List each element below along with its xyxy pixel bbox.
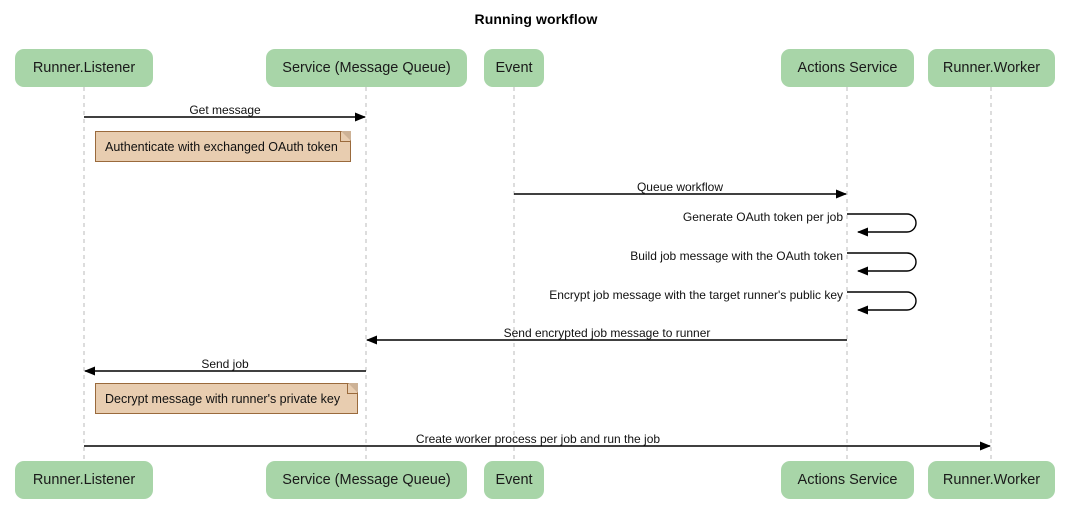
participant-actions-service-bottom[interactable]: Actions Service xyxy=(781,461,914,499)
message-label-generate-oauth-token-per-job: Generate OAuth token per job xyxy=(682,210,843,224)
message-label-queue-workflow: Queue workflow xyxy=(636,180,724,194)
participant-service-message-queue-bottom[interactable]: Service (Message Queue) xyxy=(266,461,467,499)
message-label-send-encrypted-job-message-to-runner: Send encrypted job message to runner xyxy=(503,326,711,340)
participant-label: Actions Service xyxy=(797,60,898,76)
self-message-generate-oauth-token-per-job xyxy=(847,213,917,237)
participant-label: Service (Message Queue) xyxy=(282,60,451,76)
note-authenticate-with-exchanged-oauth-token: Authenticate with exchanged OAuth token xyxy=(95,131,351,162)
participant-event-bottom[interactable]: Event xyxy=(484,461,544,499)
message-label-build-job-message-with-the-oauth-token: Build job message with the OAuth token xyxy=(630,249,843,263)
participant-label: Runner.Listener xyxy=(32,60,136,76)
message-label-get-message: Get message xyxy=(189,103,261,117)
note-fold-edge-icon xyxy=(347,383,358,394)
note-fold-edge-icon xyxy=(340,131,351,142)
note-fold-corner-icon xyxy=(348,383,358,393)
note-text: Authenticate with exchanged OAuth token xyxy=(105,139,338,154)
participant-label: Actions Service xyxy=(797,472,898,488)
participant-actions-service-top[interactable]: Actions Service xyxy=(781,49,914,87)
participant-label: Service (Message Queue) xyxy=(282,472,451,488)
participant-event-top[interactable]: Event xyxy=(484,49,544,87)
diagram-title: Running workflow xyxy=(474,11,598,27)
message-label-encrypt-job-message-with-the-target-runners-public-key: Encrypt job message with the target runn… xyxy=(549,288,843,302)
participant-runner-worker-bottom[interactable]: Runner.Worker xyxy=(928,461,1055,499)
participant-label: Runner.Listener xyxy=(32,472,136,488)
participant-label: Event xyxy=(495,472,533,488)
note-decrypt-message-with-runners-private-key: Decrypt message with runner's private ke… xyxy=(95,383,358,414)
self-message-encrypt-job-message-with-the-target-runners-public-key xyxy=(847,291,917,315)
message-label-create-worker-process-per-job-and-run-the-job: Create worker process per job and run th… xyxy=(415,432,661,446)
note-fold-corner-icon xyxy=(341,131,351,141)
participant-runner-worker-top[interactable]: Runner.Worker xyxy=(928,49,1055,87)
participant-runner-listener-top[interactable]: Runner.Listener xyxy=(15,49,153,87)
note-text: Decrypt message with runner's private ke… xyxy=(105,391,341,406)
participant-label: Event xyxy=(495,60,533,76)
message-label-send-job: Send job xyxy=(201,357,249,371)
participant-label: Runner.Worker xyxy=(942,472,1041,488)
self-message-build-job-message-with-the-oauth-token xyxy=(847,252,917,276)
participant-label: Runner.Worker xyxy=(942,60,1041,76)
participant-service-message-queue-top[interactable]: Service (Message Queue) xyxy=(266,49,467,87)
participant-runner-listener-bottom[interactable]: Runner.Listener xyxy=(15,461,153,499)
